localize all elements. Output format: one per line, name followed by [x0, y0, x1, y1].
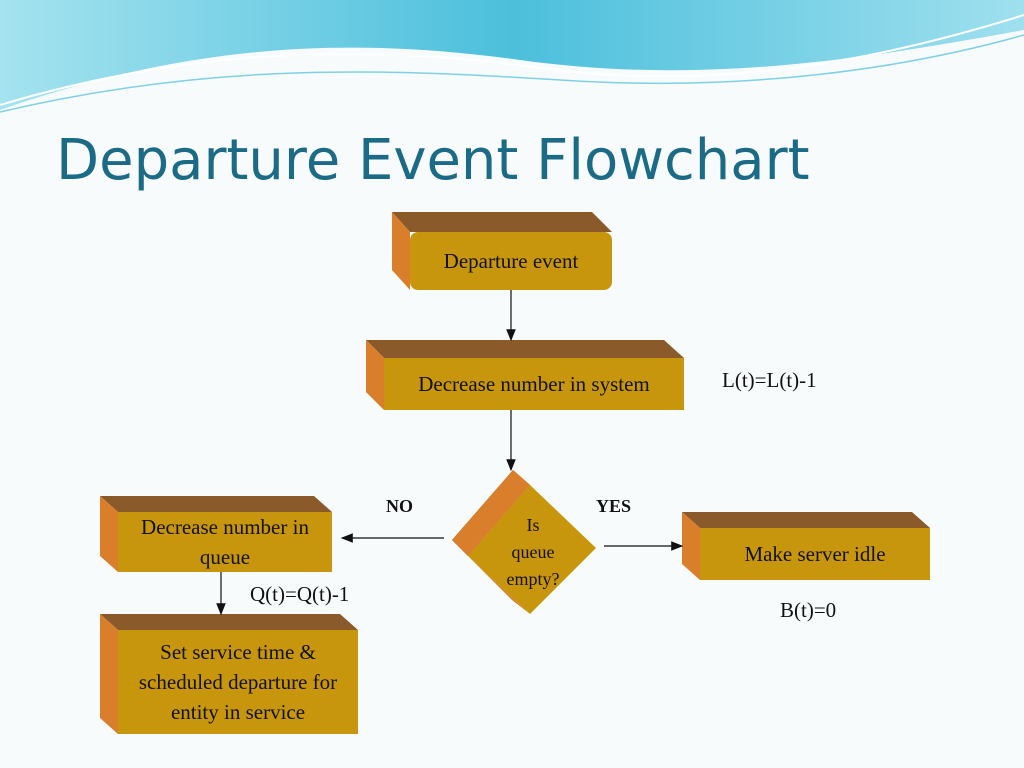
set-service-label: Set service time & scheduled departure f… [138, 640, 338, 724]
yes-label: YES [596, 496, 632, 516]
page-title: Departure Event Flowchart [56, 128, 810, 193]
eq-system: L(t)=L(t)-1 [722, 368, 817, 392]
eq-busy: B(t)=0 [780, 598, 837, 622]
decision-diamond [452, 470, 596, 614]
wave-highlight [0, 14, 1024, 106]
decrease-system-label: Decrease number in system [418, 372, 650, 396]
decrease-queue-box [100, 496, 332, 572]
set-service-box [100, 614, 358, 734]
eq-queue: Q(t)=Q(t)-1 [250, 582, 350, 606]
start-box-label: Departure event [443, 249, 579, 273]
decrease-queue-label: Decrease number in queue [141, 515, 309, 569]
start-box [392, 212, 612, 290]
server-idle-label: Make server idle [744, 542, 886, 566]
decision-label-2: queue [511, 542, 555, 562]
server-idle-box [682, 512, 930, 580]
wave-line [0, 34, 1024, 113]
wave-shape [0, 0, 1024, 110]
no-label: NO [386, 496, 413, 516]
decrease-system-box [366, 340, 684, 410]
decision-label-1: Is [526, 515, 540, 535]
decision-label-3: empty? [506, 569, 560, 589]
wave-header [0, 0, 1024, 113]
